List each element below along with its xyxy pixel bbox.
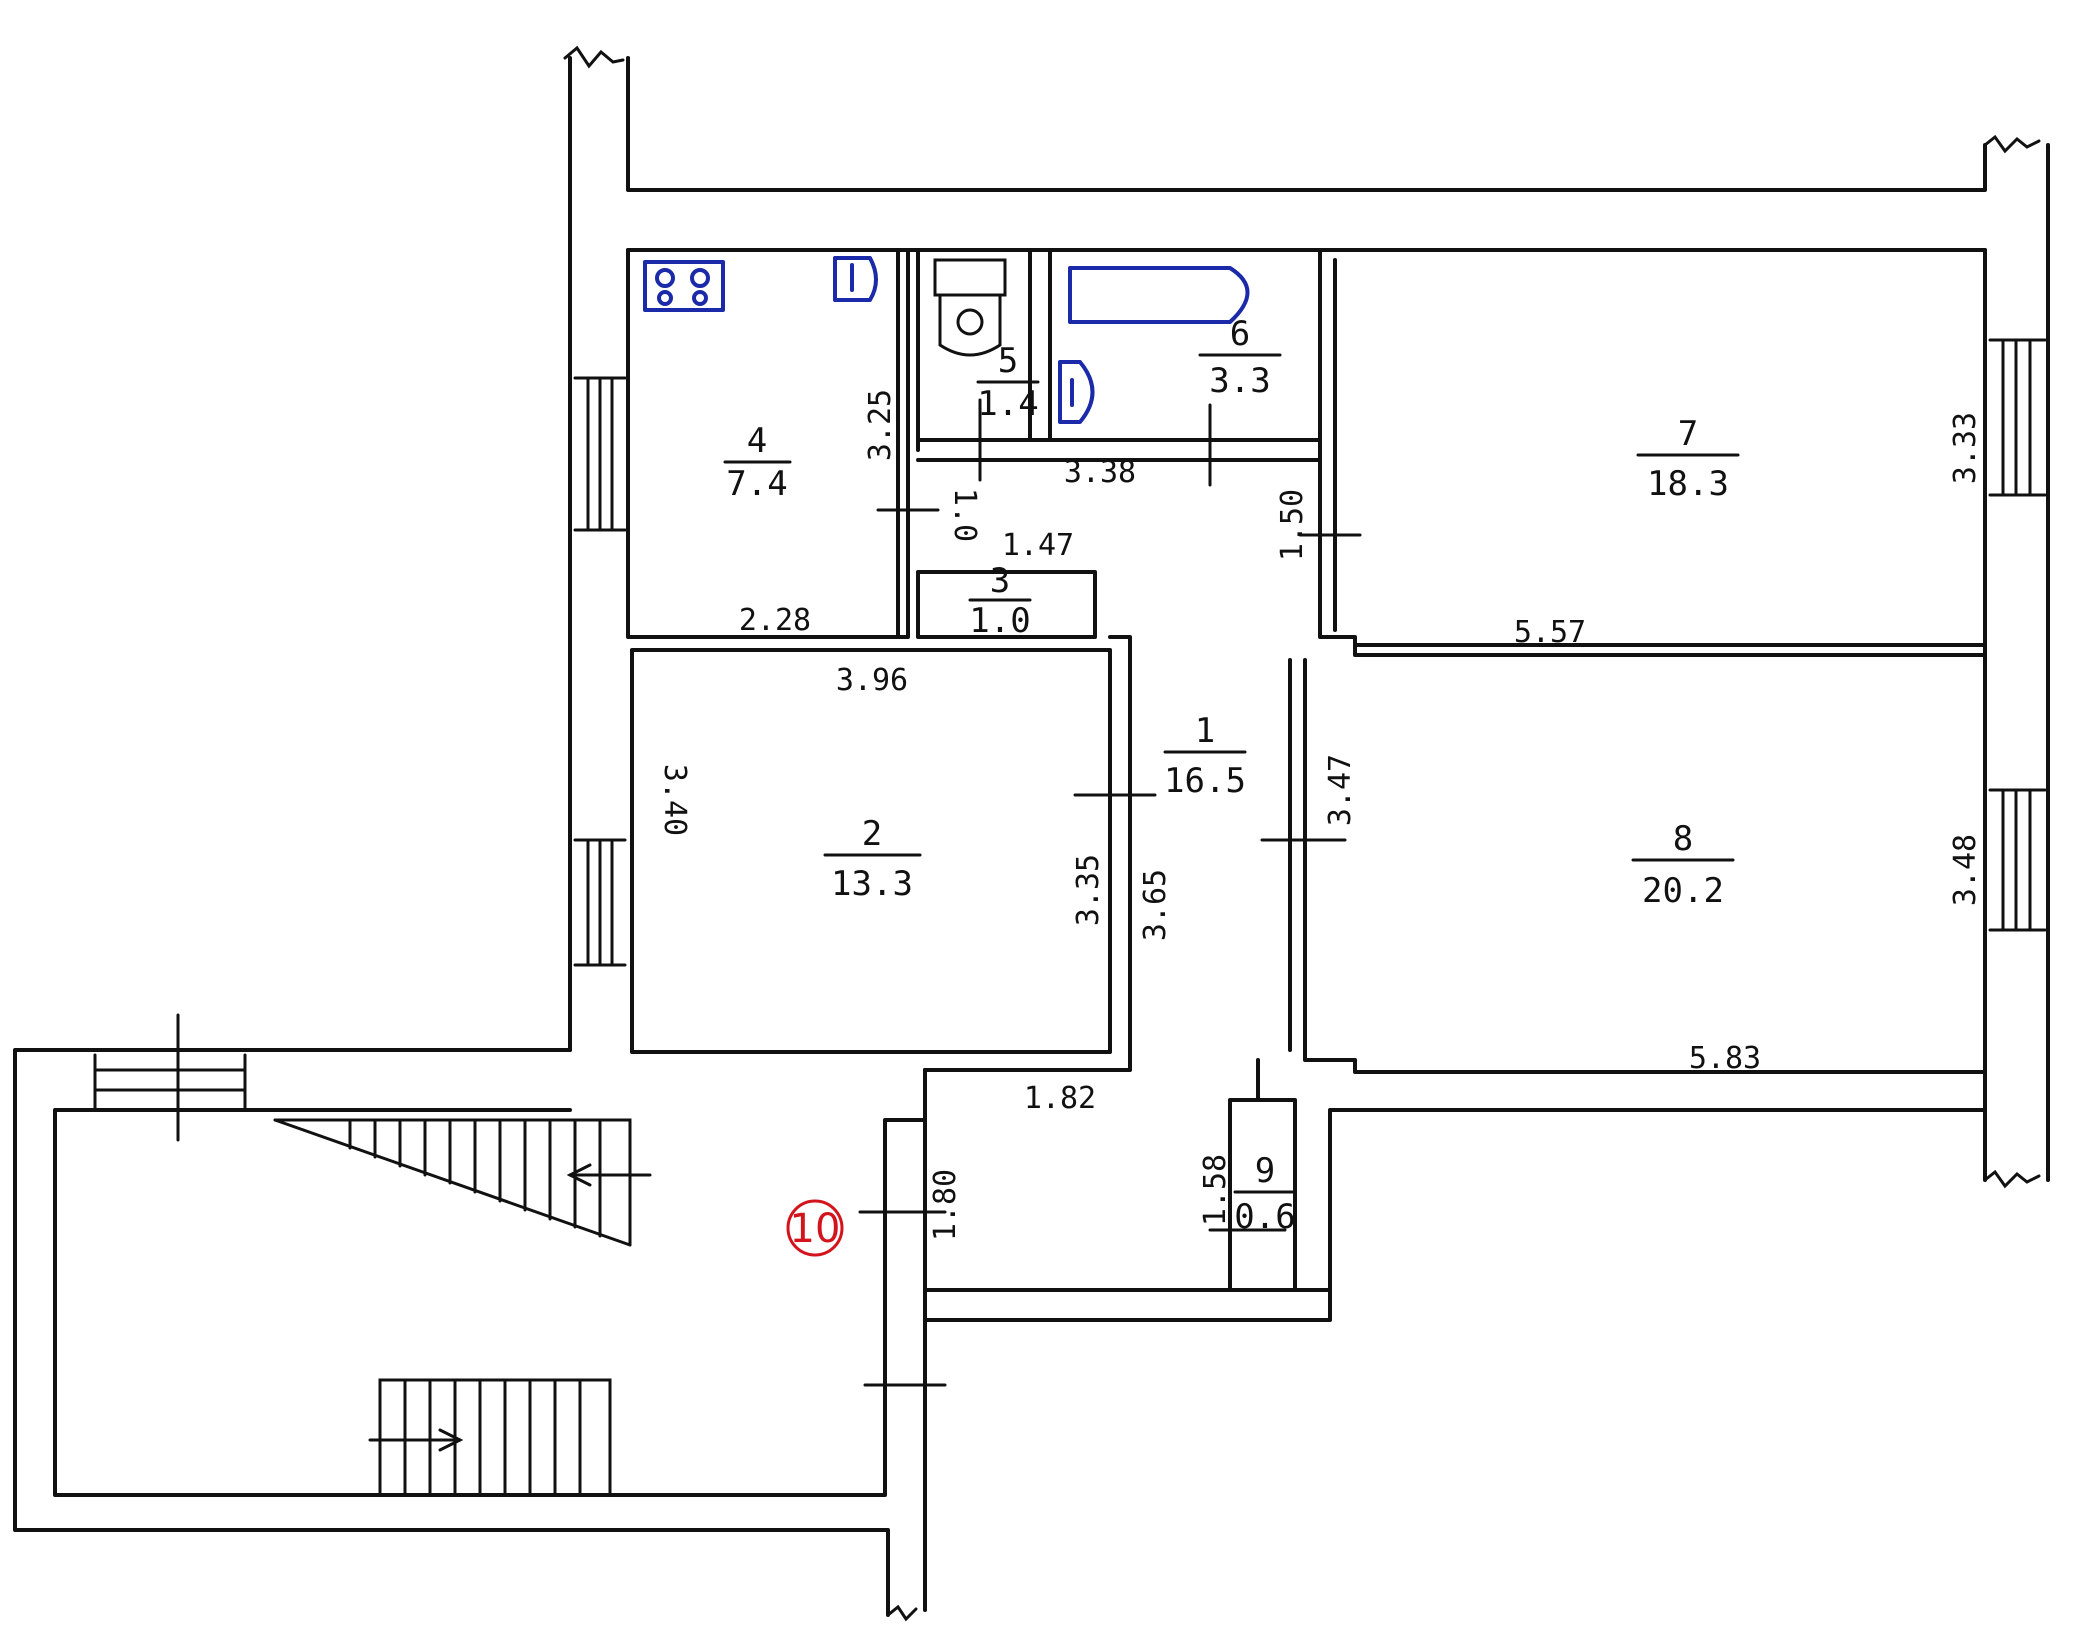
stairs-lower <box>368 1378 612 1497</box>
top-left-break <box>563 45 625 69</box>
toilet-icon <box>933 258 1007 357</box>
svg-text:20.2: 20.2 <box>1642 871 1724 911</box>
dim-r8-height: 3.48 <box>1948 834 1983 906</box>
stairwell-outer <box>13 1048 890 1617</box>
window-room-2 <box>573 838 627 967</box>
dim-r7-height: 3.33 <box>1948 412 1983 484</box>
svg-text:1.0: 1.0 <box>969 601 1030 641</box>
dim-hall-height: 3.65 <box>1138 869 1173 941</box>
svg-text:1: 1 <box>1195 711 1215 751</box>
dim-r7-width: 5.57 <box>1514 615 1586 650</box>
dim-r2-width: 3.96 <box>836 663 908 698</box>
dim-r4-width: 2.28 <box>739 603 811 638</box>
dim-r7-side: 1.50 <box>1275 489 1310 561</box>
svg-text:13.3: 13.3 <box>831 864 913 904</box>
room-label-4: 4 7.4 <box>723 421 792 504</box>
svg-text:0.6: 0.6 <box>1234 1197 1295 1237</box>
walls <box>13 45 2050 1622</box>
room-label-7: 7 18.3 <box>1636 414 1740 504</box>
bottom-right-break <box>1983 1169 2041 1189</box>
svg-text:16.5: 16.5 <box>1164 761 1246 801</box>
svg-text:3.3: 3.3 <box>1209 361 1270 401</box>
svg-text:2: 2 <box>862 814 882 854</box>
room-7-walls <box>1318 248 1987 657</box>
room-label-1: 1 16.5 <box>1163 711 1247 801</box>
svg-text:10: 10 <box>790 1206 841 1252</box>
dim-vestibule: 1.80 <box>928 1169 963 1241</box>
window-room-7 <box>1988 338 2047 497</box>
svg-text:3: 3 <box>990 561 1010 601</box>
svg-text:9: 9 <box>1255 1151 1275 1191</box>
svg-text:4: 4 <box>747 421 767 461</box>
room-label-5: 5 1.4 <box>976 341 1040 424</box>
stair-arrow-icon <box>566 1163 652 1187</box>
room-label-6: 6 3.3 <box>1198 314 1282 401</box>
room-label-8: 8 20.2 <box>1631 819 1735 911</box>
window-room-4 <box>573 376 627 532</box>
stair-bottom-break <box>886 1604 918 1622</box>
svg-text:1.4: 1.4 <box>977 384 1038 424</box>
room-labels: 4 7.4 5 1.4 6 3.3 7 18.3 3 1.0 1 16.5 <box>723 314 1740 1257</box>
room-2-outer-right <box>923 635 1132 1072</box>
room-3-walls <box>916 570 1097 639</box>
dim-r8-width: 5.83 <box>1689 1041 1761 1076</box>
room-2-walls <box>630 648 1112 1054</box>
stove-icon <box>643 260 725 312</box>
dim-r9-height: 1.58 <box>1198 1154 1233 1226</box>
dim-r3-width: 1.47 <box>1002 528 1074 563</box>
sink-icon <box>833 256 878 302</box>
dim-r2-height: 3.40 <box>657 764 692 836</box>
dim-hall-small: 1.0 <box>947 488 982 542</box>
room-label-3: 3 1.0 <box>968 561 1032 641</box>
svg-text:5: 5 <box>998 341 1018 381</box>
svg-text:6: 6 <box>1230 314 1250 354</box>
window-room-8 <box>1988 788 2047 932</box>
hall-bottom-outer <box>923 1128 1332 1322</box>
window-stairwell <box>93 1053 247 1110</box>
bathtub-icon <box>1068 266 1250 324</box>
stairwell-marker: 10 <box>786 1199 844 1257</box>
top-inner-wall-left <box>626 56 1987 192</box>
room-label-9: 9 0.6 <box>1233 1151 1297 1237</box>
svg-text:8: 8 <box>1673 819 1693 859</box>
dim-hall-bottom: 1.82 <box>1024 1081 1096 1116</box>
svg-text:18.3: 18.3 <box>1647 464 1729 504</box>
dim-r4-height: 3.25 <box>863 389 898 461</box>
stairs-upper <box>273 1118 652 1247</box>
room-4-walls <box>626 248 910 639</box>
room-9-walls <box>1228 1098 1297 1292</box>
dimensions: 3.25 2.28 3.38 1.0 1.47 1.50 5.57 3.33 3… <box>657 389 1983 1241</box>
top-right-break <box>1983 134 2041 154</box>
dim-r8-side: 3.47 <box>1323 754 1358 826</box>
windows <box>93 338 2047 1110</box>
room-8-walls <box>1303 658 1987 1074</box>
svg-text:7: 7 <box>1678 414 1698 454</box>
ticks <box>176 398 1362 1387</box>
washbasin-icon <box>1058 360 1095 424</box>
fixtures <box>643 256 1250 424</box>
dim-r2-inner: 3.35 <box>1071 854 1106 926</box>
stairwell-inner <box>53 1108 927 1497</box>
dim-corridor-top: 3.38 <box>1064 455 1136 490</box>
room-label-2: 2 13.3 <box>823 814 922 904</box>
svg-text:7.4: 7.4 <box>726 464 787 504</box>
